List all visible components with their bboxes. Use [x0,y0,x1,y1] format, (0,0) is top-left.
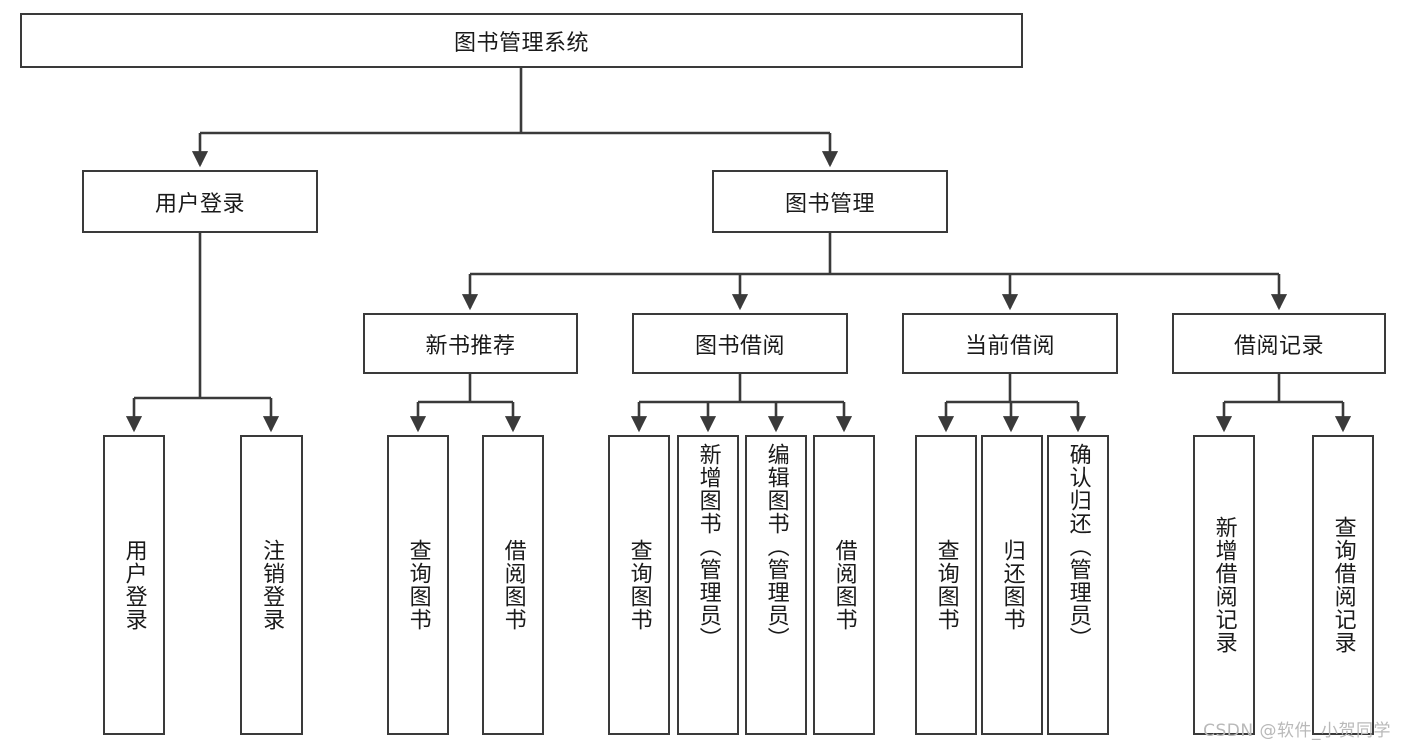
leaf-label: 用户登录 [121,539,147,631]
leaf-add-borrow-record[interactable]: 新增借阅记录 [1193,435,1255,735]
node-book-borrow[interactable]: 图书借阅 [632,313,848,374]
leaf-label: 借阅图书 [500,539,526,631]
leaf-label: 确认归还（管理员） [1065,443,1091,650]
leaf-label: 查询图书 [626,539,652,631]
node-label: 当前借阅 [964,333,1055,359]
leaf-query-book-current[interactable]: 查询图书 [915,435,977,735]
leaf-user-login[interactable]: 用户登录 [103,435,165,735]
leaf-label: 新增借阅记录 [1211,516,1237,654]
leaf-query-book-borrow[interactable]: 查询图书 [608,435,670,735]
leaf-label: 查询借阅记录 [1330,516,1356,654]
node-label: 新书推荐 [425,333,516,359]
leaf-label: 查询图书 [933,539,959,631]
leaf-borrow-book-recommend[interactable]: 借阅图书 [482,435,544,735]
leaf-label: 新增图书（管理员） [695,443,721,650]
node-label: 图书管理系统 [453,30,589,56]
node-new-book-recommend[interactable]: 新书推荐 [363,313,578,374]
node-root-system[interactable]: 图书管理系统 [20,13,1023,68]
node-user-login[interactable]: 用户登录 [82,170,318,233]
leaf-logout-login[interactable]: 注销登录 [240,435,303,735]
leaf-label: 查询图书 [405,539,431,631]
node-label: 用户登录 [154,191,245,217]
node-label: 图书管理 [784,191,875,217]
leaf-query-borrow-record[interactable]: 查询借阅记录 [1312,435,1374,735]
leaf-return-book[interactable]: 归还图书 [981,435,1043,735]
leaf-label: 编辑图书（管理员） [763,443,789,650]
leaf-confirm-return[interactable]: 确认归还（管理员） [1047,435,1109,735]
leaf-label: 注销登录 [259,539,285,631]
node-book-manage[interactable]: 图书管理 [712,170,948,233]
csdn-watermark: CSDN @软件_小贺同学 [1203,721,1391,741]
leaf-query-book-recommend[interactable]: 查询图书 [387,435,449,735]
node-borrow-record[interactable]: 借阅记录 [1172,313,1386,374]
node-label: 图书借阅 [694,333,785,359]
leaf-add-book[interactable]: 新增图书（管理员） [677,435,739,735]
node-current-borrow[interactable]: 当前借阅 [902,313,1118,374]
leaf-label: 借阅图书 [831,539,857,631]
leaf-borrow-book[interactable]: 借阅图书 [813,435,875,735]
leaf-label: 归还图书 [999,539,1025,631]
node-label: 借阅记录 [1233,333,1324,359]
leaf-edit-book[interactable]: 编辑图书（管理员） [745,435,807,735]
